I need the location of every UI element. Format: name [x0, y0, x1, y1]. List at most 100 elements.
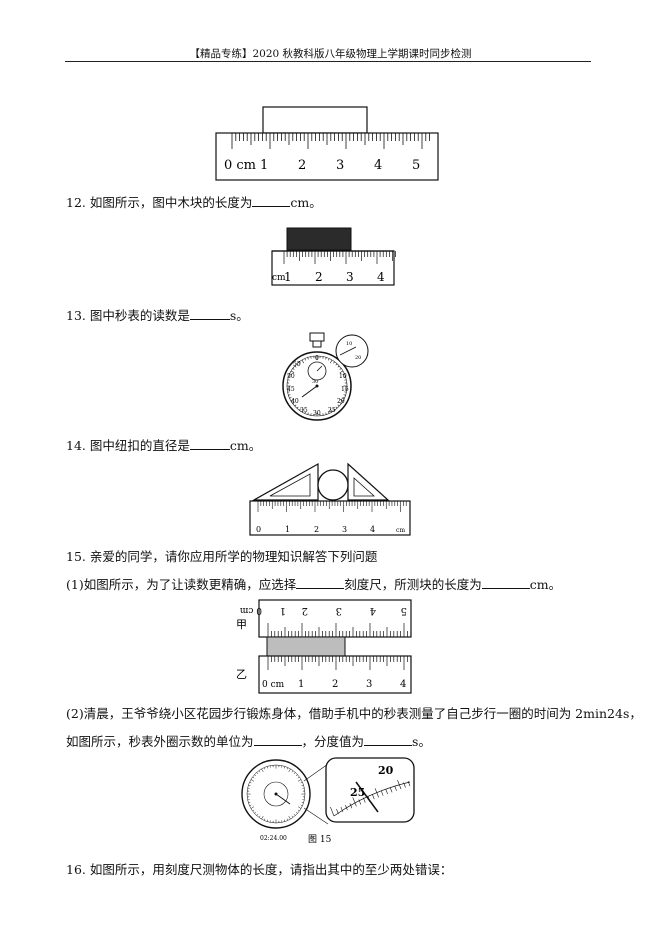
- tick-mark: [256, 772, 259, 775]
- tick-mark: [266, 819, 268, 822]
- tick-mark: [325, 412, 327, 415]
- tick-mark: [286, 818, 289, 821]
- unit-text: s。: [229, 308, 249, 323]
- tick-mark: [300, 781, 303, 784]
- second-hand: [301, 385, 318, 398]
- tick-label: 4: [377, 270, 385, 284]
- tick-mark: [335, 363, 338, 366]
- tick-label: 4: [370, 525, 375, 534]
- tick-mark: [295, 811, 298, 814]
- question-text: 如图所示，秒表外圈示数的单位为: [66, 734, 254, 749]
- tick-label: 4: [374, 158, 382, 173]
- tick-label: 5: [412, 158, 420, 173]
- tick-label: 3: [342, 525, 347, 534]
- tick-mark: [339, 402, 342, 404]
- tick-label: 0: [256, 525, 261, 534]
- tick-mark: [363, 797, 366, 803]
- tick-mark: [343, 394, 346, 396]
- ruler-body: [249, 500, 411, 536]
- inner-dial: [263, 781, 289, 807]
- tick-mark: [329, 408, 333, 413]
- tick-mark: [374, 788, 379, 798]
- tick-mark: [250, 806, 255, 809]
- answer-blank[interactable]: [296, 576, 345, 589]
- question-text: 12. 如图所示，图中木块的长度为: [66, 195, 253, 210]
- tick-mark: [295, 774, 298, 777]
- tick-mark: [288, 394, 291, 396]
- fig-button-diameter: 0 1 2 3 4 cm: [249, 462, 411, 536]
- tick-mark: [339, 398, 344, 402]
- tick-mark: [371, 794, 375, 800]
- zoom-circle: [335, 334, 369, 368]
- dial-mark: 25: [328, 407, 336, 414]
- dial-mark: 55: [293, 361, 301, 368]
- dial-mark: 15: [341, 386, 349, 393]
- tick-mark: [333, 361, 335, 364]
- tick-mark: [293, 813, 296, 816]
- tick-label: 1: [280, 605, 286, 616]
- header-divider: [65, 61, 591, 62]
- tick-mark: [328, 358, 330, 361]
- tick-mark: [403, 782, 406, 788]
- tick-mark: [333, 408, 335, 411]
- tick-label: 0 cm: [224, 158, 256, 173]
- tick-mark: [252, 809, 255, 812]
- answer-blank[interactable]: [253, 733, 302, 746]
- dial-mark: 20: [337, 398, 345, 405]
- tick-mark: [266, 766, 268, 769]
- tick-label: 2: [315, 270, 323, 284]
- tick-label: 4: [370, 605, 376, 616]
- answer-blank[interactable]: [252, 194, 291, 207]
- question-text: 14. 图中纽扣的直径是: [66, 438, 190, 453]
- dial-mark: 50: [287, 373, 295, 380]
- tick-mark: [301, 408, 305, 413]
- answer-blank[interactable]: [481, 576, 530, 589]
- second-hand: [275, 793, 291, 805]
- dial-mark: 35: [300, 407, 308, 414]
- tick-mark: [304, 411, 306, 414]
- tick-mark: [288, 376, 291, 378]
- tick-label: 2: [302, 605, 308, 616]
- tick-mark: [294, 404, 297, 407]
- tick-mark: [261, 768, 264, 773]
- tick-label: 2: [298, 158, 306, 173]
- tick-mark: [288, 815, 291, 820]
- dial-mark: 10: [346, 341, 352, 347]
- figure-caption: 图 15: [308, 834, 332, 845]
- tick-label: 1: [260, 158, 268, 173]
- zoom-mark: 25: [350, 786, 365, 799]
- fig-ruler-dark-block: cm 1 2 3 4: [271, 227, 396, 286]
- tick-mark: [293, 772, 296, 775]
- tick-mark: [328, 411, 330, 414]
- tick-mark: [291, 770, 294, 773]
- tick-mark: [307, 412, 309, 415]
- dial-mark: 30: [313, 410, 321, 417]
- tick-mark: [397, 780, 402, 790]
- tick-mark: [299, 361, 301, 364]
- tick-mark: [248, 802, 251, 804]
- tick-mark: [291, 815, 294, 818]
- answer-blank[interactable]: [189, 437, 230, 450]
- ruler-body: [271, 250, 395, 286]
- tick-mark: [389, 787, 393, 793]
- tick-mark: [300, 804, 303, 807]
- answer-blank[interactable]: [364, 733, 413, 746]
- unit-text: cm。: [529, 577, 562, 592]
- tick-mark: [258, 815, 261, 818]
- tick-label: 1: [298, 679, 304, 690]
- tick-mark: [250, 779, 255, 782]
- tick-mark: [299, 408, 301, 411]
- time-readout: 02:24.00: [260, 835, 287, 842]
- tick-mark: [254, 774, 257, 777]
- tick-mark: [297, 809, 300, 812]
- left-triangle-ruler: [251, 462, 319, 501]
- tick-mark: [385, 788, 388, 795]
- tick-mark: [290, 398, 295, 402]
- tick-mark: [288, 768, 291, 773]
- tick-mark: [263, 767, 266, 770]
- question-text: 刻度尺，所测块的长度为: [344, 577, 482, 592]
- tick-mark: [286, 767, 289, 770]
- answer-blank[interactable]: [189, 307, 230, 320]
